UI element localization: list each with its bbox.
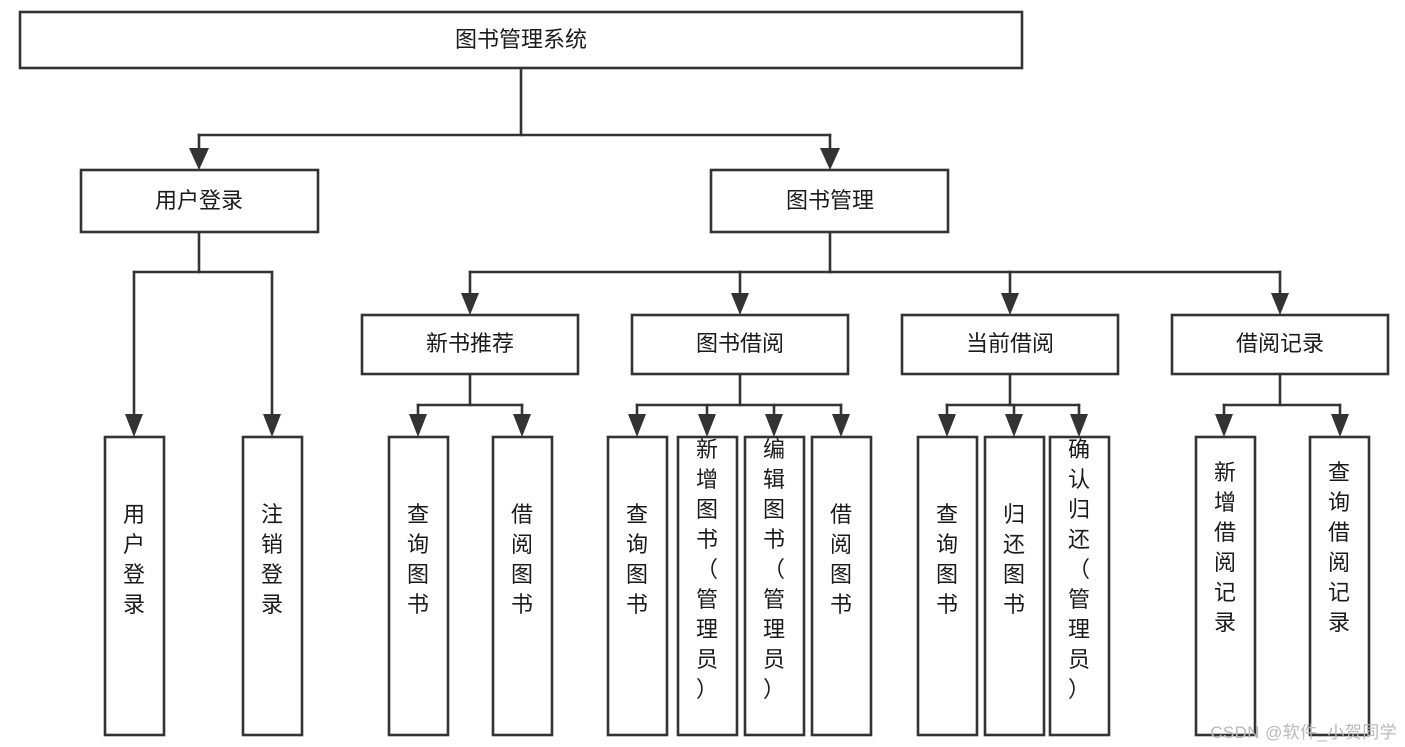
node-leaf3-label: 查询图书	[407, 502, 429, 617]
node-borrow-box[interactable]	[630, 313, 850, 376]
node-leaf2-label: 注销登录	[261, 502, 283, 617]
arrow-current-leaf9-icon	[938, 414, 956, 437]
node-leaf6-label: 新增图书（管理员）	[696, 437, 718, 702]
node-leaf13-label: 查询借阅记录	[1328, 460, 1350, 635]
node-leaf8[interactable]: 借阅图书	[810, 435, 873, 737]
arrow-bookmgmt-record-icon	[1271, 293, 1289, 315]
node-leaf1-box[interactable]	[103, 435, 166, 737]
node-leaf4[interactable]: 借阅图书	[491, 435, 554, 737]
node-leaf11[interactable]: 确认归还（管理员）	[1048, 435, 1111, 737]
node-record-box[interactable]	[1170, 313, 1390, 376]
connector-layer	[125, 66, 1349, 437]
node-root[interactable]: 图书管理系统	[18, 10, 1024, 70]
node-root-label: 图书管理系统	[455, 27, 587, 52]
node-leaf5[interactable]: 查询图书	[606, 435, 669, 737]
csdn-watermark: CSDN @软件_小贺同学	[1210, 723, 1397, 742]
arrow-borrow-leaf8-icon	[832, 414, 850, 437]
node-current-box[interactable]	[900, 313, 1120, 376]
node-newbook-label: 新书推荐	[426, 331, 514, 356]
node-leaf8-box[interactable]	[810, 435, 873, 737]
node-leaf7[interactable]: 编辑图书（管理员）	[743, 435, 806, 737]
arrow-bookmgmt-newbook-icon	[461, 293, 479, 315]
node-leaf10[interactable]: 归还图书	[983, 435, 1046, 737]
node-leaf6-box[interactable]	[676, 435, 739, 737]
node-leaf5-box[interactable]	[606, 435, 669, 737]
node-leaf6[interactable]: 新增图书（管理员）	[676, 435, 739, 737]
node-leaf13-box[interactable]	[1308, 435, 1371, 737]
node-leaf2-box[interactable]	[241, 435, 304, 737]
node-newbook[interactable]: 新书推荐	[360, 313, 580, 376]
node-leaf2[interactable]: 注销登录	[241, 435, 304, 737]
node-current[interactable]: 当前借阅	[900, 313, 1120, 376]
arrow-login-leaf2-icon	[263, 414, 281, 437]
node-leaf10-box[interactable]	[983, 435, 1046, 737]
node-login[interactable]: 用户登录	[79, 168, 320, 234]
arrow-bookmgmt-borrow-icon	[731, 293, 749, 315]
node-login-label: 用户登录	[155, 188, 243, 213]
node-leaf5-label: 查询图书	[626, 502, 648, 617]
node-leaf12-box[interactable]	[1194, 435, 1257, 737]
node-leaf11-label: 确认归还（管理员）	[1068, 437, 1090, 702]
node-leaf1-label: 用户登录	[123, 502, 145, 617]
node-leaf9-label: 查询图书	[936, 502, 958, 617]
node-leaf1[interactable]: 用户登录	[103, 435, 166, 737]
node-leaf4-label: 借阅图书	[511, 502, 533, 617]
node-leaf3[interactable]: 查询图书	[387, 435, 450, 737]
node-borrow[interactable]: 图书借阅	[630, 313, 850, 376]
node-leaf7-box[interactable]	[743, 435, 806, 737]
arrow-record-leaf12-icon	[1215, 414, 1233, 437]
arrow-login-leaf1-icon	[125, 414, 143, 437]
node-leaf8-label: 借阅图书	[830, 502, 852, 617]
arrow-newbook-leaf3-icon	[409, 414, 427, 437]
arrow-record-leaf13-icon	[1331, 414, 1349, 437]
node-current-label: 当前借阅	[966, 331, 1054, 356]
arrow-current-leaf10-icon	[1005, 414, 1023, 437]
node-root-box[interactable]	[18, 10, 1024, 70]
arrow-borrow-leaf6-icon	[698, 414, 716, 437]
node-login-box[interactable]	[79, 168, 320, 234]
node-leaf10-label: 归还图书	[1003, 502, 1025, 617]
node-leaf4-box[interactable]	[491, 435, 554, 737]
node-leaf9-box[interactable]	[916, 435, 979, 737]
arrow-bookmgmt-current-icon	[1001, 293, 1019, 315]
node-bookmgmt[interactable]: 图书管理	[709, 168, 950, 234]
node-leaf7-label: 编辑图书（管理员）	[763, 437, 785, 702]
node-leaf9[interactable]: 查询图书	[916, 435, 979, 737]
node-leaf3-box[interactable]	[387, 435, 450, 737]
node-leaf12-label: 新增借阅记录	[1214, 460, 1236, 635]
node-bookmgmt-label: 图书管理	[786, 188, 874, 213]
node-record[interactable]: 借阅记录	[1170, 313, 1390, 376]
arrow-root-to-bookmgmt-icon	[820, 148, 840, 170]
node-leaf11-box[interactable]	[1048, 435, 1111, 737]
arrow-borrow-leaf5-icon	[628, 414, 646, 437]
arrow-current-leaf11-icon	[1070, 414, 1088, 437]
node-borrow-label: 图书借阅	[696, 331, 784, 356]
arrow-newbook-leaf4-icon	[513, 414, 531, 437]
node-record-label: 借阅记录	[1236, 331, 1324, 356]
node-bookmgmt-box[interactable]	[709, 168, 950, 234]
node-newbook-box[interactable]	[360, 313, 580, 376]
node-leaf12[interactable]: 新增借阅记录	[1194, 435, 1257, 737]
arrow-root-to-login-icon	[189, 148, 209, 170]
arrow-borrow-leaf7-icon	[765, 414, 783, 437]
node-leaf13[interactable]: 查询借阅记录	[1308, 435, 1371, 737]
